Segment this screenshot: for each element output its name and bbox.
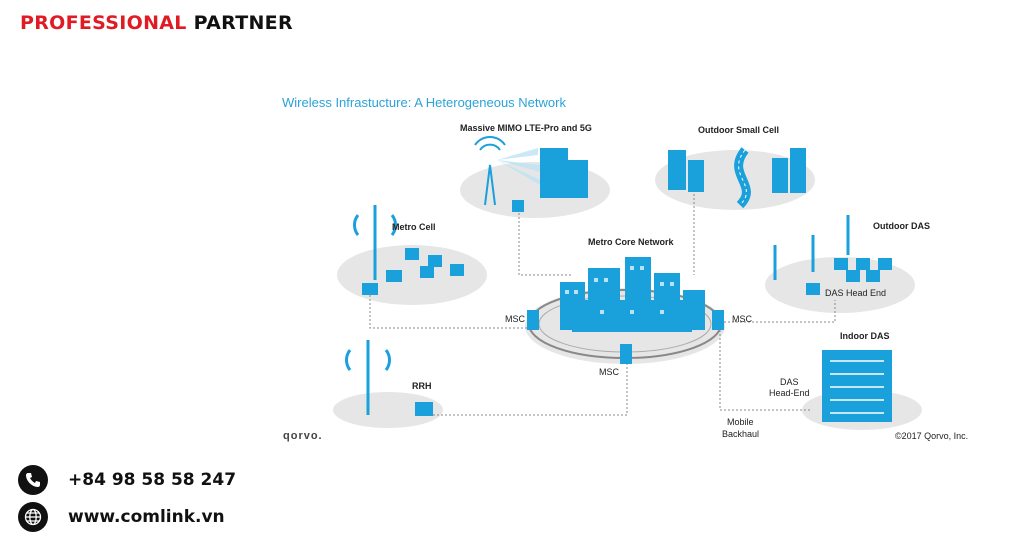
rrh-unit	[415, 402, 433, 416]
phone-icon	[18, 465, 48, 495]
platform-rrh	[333, 392, 443, 428]
core-buildings	[560, 257, 705, 332]
label-mobile-line1: Mobile	[727, 417, 754, 427]
label-metro-cell: Metro Cell	[392, 222, 436, 232]
label-das-head-end-outdoor: DAS Head End	[825, 288, 886, 298]
brand-part-professional: PROFESSIONAL	[20, 12, 187, 34]
mimo-tower	[474, 136, 506, 206]
indoor-das-building	[822, 350, 892, 422]
globe-icon	[18, 502, 48, 532]
label-massive-mimo: Massive MIMO LTE-Pro and 5G	[460, 123, 592, 133]
contact-phone[interactable]: +84 98 58 58 247	[18, 465, 236, 495]
metro-cell-houses	[362, 248, 464, 295]
outdoor-das-poles	[773, 215, 850, 280]
mimo-buildings	[512, 148, 588, 212]
label-outdoor-das: Outdoor DAS	[873, 221, 930, 231]
label-das-line1: DAS	[780, 377, 799, 387]
brand-part-partner: PARTNER	[193, 12, 293, 34]
msc-units	[527, 310, 724, 364]
label-outdoor-small-cell: Outdoor Small Cell	[698, 125, 779, 135]
label-msc-right: MSC	[732, 314, 753, 324]
rrh-tower	[345, 340, 391, 415]
brand-title: PROFESSIONAL PARTNER	[20, 12, 293, 34]
website-url: www.comlink.vn	[68, 507, 225, 527]
label-rrh: RRH	[412, 381, 432, 391]
qorvo-logo: qorvo.	[283, 430, 323, 442]
metro-cell-tower	[353, 205, 397, 280]
outdoor-das-houses	[806, 258, 892, 295]
label-msc-left: MSC	[505, 314, 526, 324]
label-indoor-das: Indoor DAS	[840, 331, 890, 341]
label-mobile-line2: Backhaul	[722, 429, 759, 439]
label-msc-bottom: MSC	[599, 367, 620, 377]
label-metro-core: Metro Core Network	[588, 237, 675, 247]
diagram-title: Wireless Infrastucture: A Heterogeneous …	[282, 95, 566, 110]
small-cell-city	[668, 148, 806, 193]
mimo-beams	[497, 148, 545, 188]
label-das-line2: Head-End	[769, 388, 810, 398]
phone-number: +84 98 58 58 247	[68, 470, 237, 490]
contact-website[interactable]: www.comlink.vn	[18, 502, 225, 532]
label-copyright: ©2017 Qorvo, Inc.	[895, 431, 968, 441]
